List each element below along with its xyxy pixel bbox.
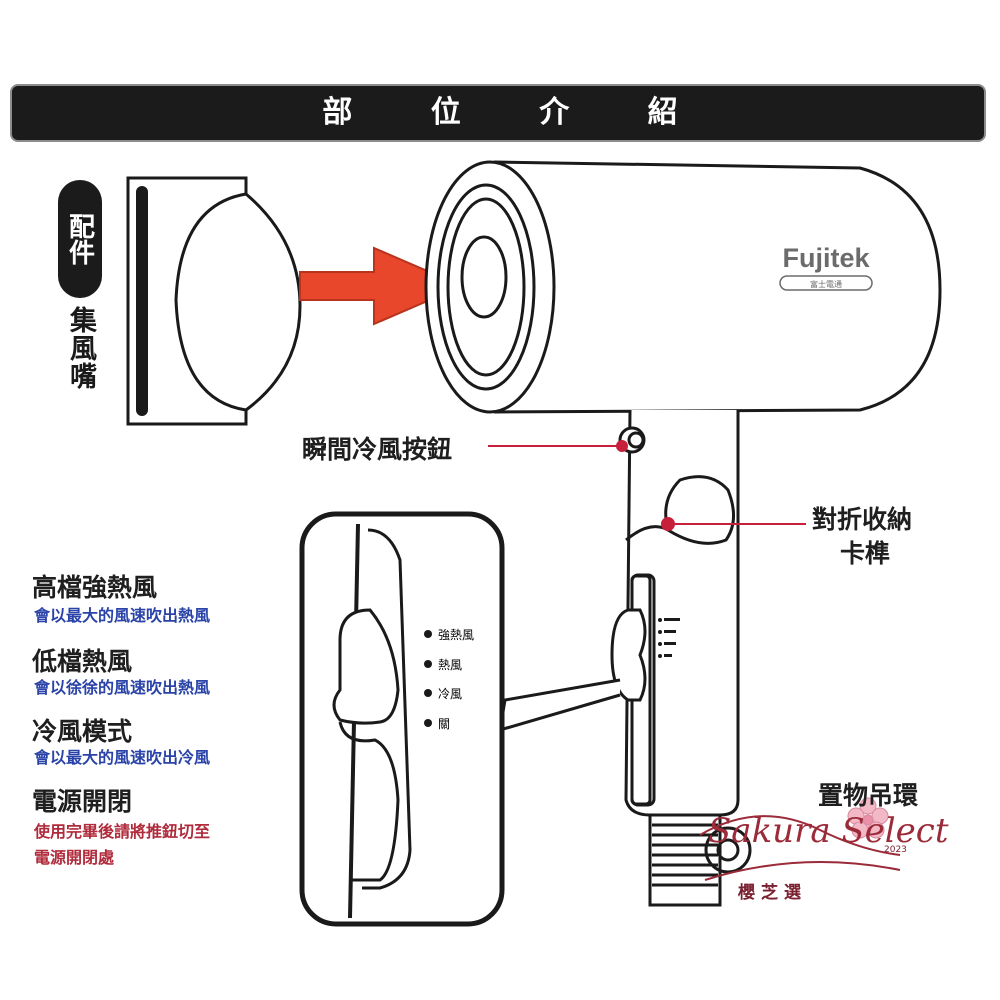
dryer-handle-illustration — [610, 409, 752, 907]
callout-fold-latch-line1: 對折收納 — [812, 505, 913, 534]
mode-desc-power-line2: 電源開閉處 — [34, 848, 115, 867]
mode-desc-low-hot: 會以徐徐的風速吹出熱風 — [34, 678, 211, 697]
switch-label-off: 關 — [438, 717, 450, 731]
page-title: 部 位 介 紹 — [322, 95, 712, 130]
sakura-flower-icon — [847, 797, 889, 839]
switch-zoom-inset — [299, 511, 621, 927]
watermark-cjk: 櫻芝選 — [737, 882, 807, 903]
mode-title-low-hot: 低檔熱風 — [32, 647, 133, 676]
mode-title-cool: 冷風模式 — [32, 717, 133, 746]
handle-switch-marks — [658, 618, 680, 658]
dryer-head-illustration — [424, 160, 942, 414]
callout-hanging-loop: 置物吊環 — [818, 781, 919, 810]
attach-arrow-icon — [299, 246, 465, 326]
accessory-tag: 配件 — [58, 180, 102, 298]
watermark-logo — [699, 797, 901, 881]
mode-title-strong-hot: 高檔強熱風 — [32, 573, 158, 602]
callout-lines — [488, 440, 806, 531]
watermark-year: 2023 — [884, 845, 907, 855]
watermark-script: Sakura Select — [708, 811, 949, 851]
mode-desc-cool: 會以最大的風速吹出冷風 — [34, 748, 211, 767]
mode-title-power: 電源開閉 — [32, 787, 133, 816]
title-bar — [10, 84, 986, 142]
switch-position-bullets — [424, 630, 432, 727]
concentrator-nozzle-illustration — [126, 176, 302, 426]
mode-desc-strong-hot: 會以最大的風速吹出熱風 — [34, 606, 211, 625]
callout-fold-latch-line2: 卡榫 — [840, 539, 891, 568]
brand-sub-box — [779, 275, 873, 291]
switch-label-cool: 冷風 — [438, 687, 462, 701]
mode-desc-power-line1: 使用完畢後請將推鈕切至 — [34, 822, 211, 841]
accessory-name: 集風嘴 — [65, 306, 96, 390]
brand-logo: Fujitek — [782, 243, 870, 273]
brand-sub: 富士電通 — [810, 279, 842, 289]
switch-label-strong-hot: 強熱風 — [438, 628, 474, 642]
switch-label-hot: 熱風 — [438, 658, 462, 672]
callout-cool-shot-button: 瞬間冷風按鈕 — [302, 435, 453, 464]
